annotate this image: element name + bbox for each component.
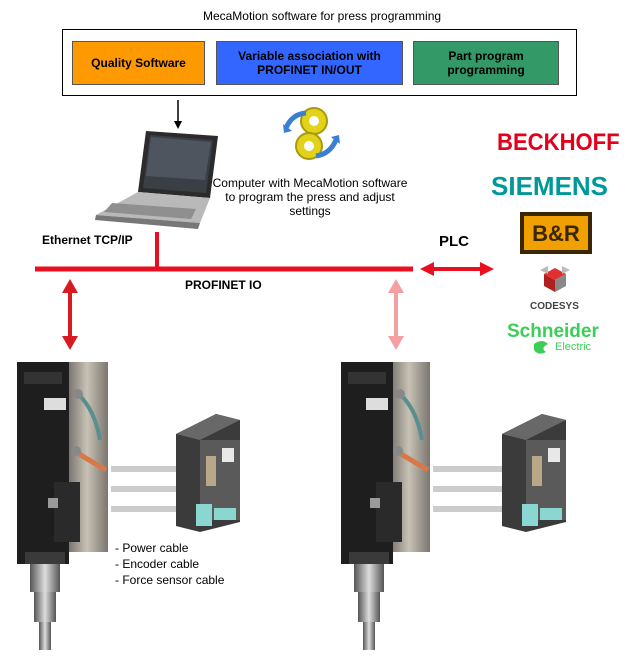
left-press-actuator xyxy=(17,362,108,650)
quality-software-box: Quality Software xyxy=(72,41,205,85)
plc-label: PLC xyxy=(439,233,469,250)
cable-list: - Power cable - Encoder cable - Force se… xyxy=(115,540,224,588)
profinet-bus xyxy=(35,232,413,272)
br-logo-text: B&R xyxy=(532,221,580,246)
right-drive-unit xyxy=(502,414,566,532)
sync-gears-icon xyxy=(283,107,340,160)
left-cables xyxy=(111,466,176,512)
schneider-logo-icon xyxy=(534,341,548,354)
right-press-double-arrow xyxy=(388,279,404,350)
codesys-logo: CODESYS xyxy=(530,301,579,312)
right-cables xyxy=(433,466,503,512)
part-program-box: Part program programming xyxy=(413,41,559,85)
beckhoff-logo: BECKHOFF xyxy=(497,129,620,156)
laptop-icon xyxy=(95,131,218,229)
arrow-down-to-computer xyxy=(174,100,182,129)
software-frame xyxy=(62,29,577,96)
left-press-double-arrow xyxy=(62,279,78,350)
codesys-logo-icon xyxy=(540,266,570,292)
br-logo xyxy=(520,212,592,254)
cable-item-power: - Power cable xyxy=(115,541,189,555)
left-drive-unit xyxy=(176,414,240,532)
computer-caption: Computer with MecaMotion software to pro… xyxy=(212,176,408,218)
right-press-actuator xyxy=(341,362,430,650)
siemens-logo: SIEMENS xyxy=(491,171,609,201)
profinet-label: PROFINET IO xyxy=(185,278,262,292)
schneider-logo: Schneider xyxy=(507,321,599,342)
cable-item-force-sensor: - Force sensor cable xyxy=(115,573,225,587)
plc-double-arrow xyxy=(420,262,494,276)
schneider-electric-subtext: Electric xyxy=(555,341,592,353)
cable-item-encoder: - Encoder cable xyxy=(115,557,200,571)
ethernet-label: Ethernet TCP/IP xyxy=(42,233,133,247)
variable-association-box: Variable association with PROFINET IN/OU… xyxy=(216,41,403,85)
diagram-title: MecaMotion software for press programmin… xyxy=(202,9,442,23)
